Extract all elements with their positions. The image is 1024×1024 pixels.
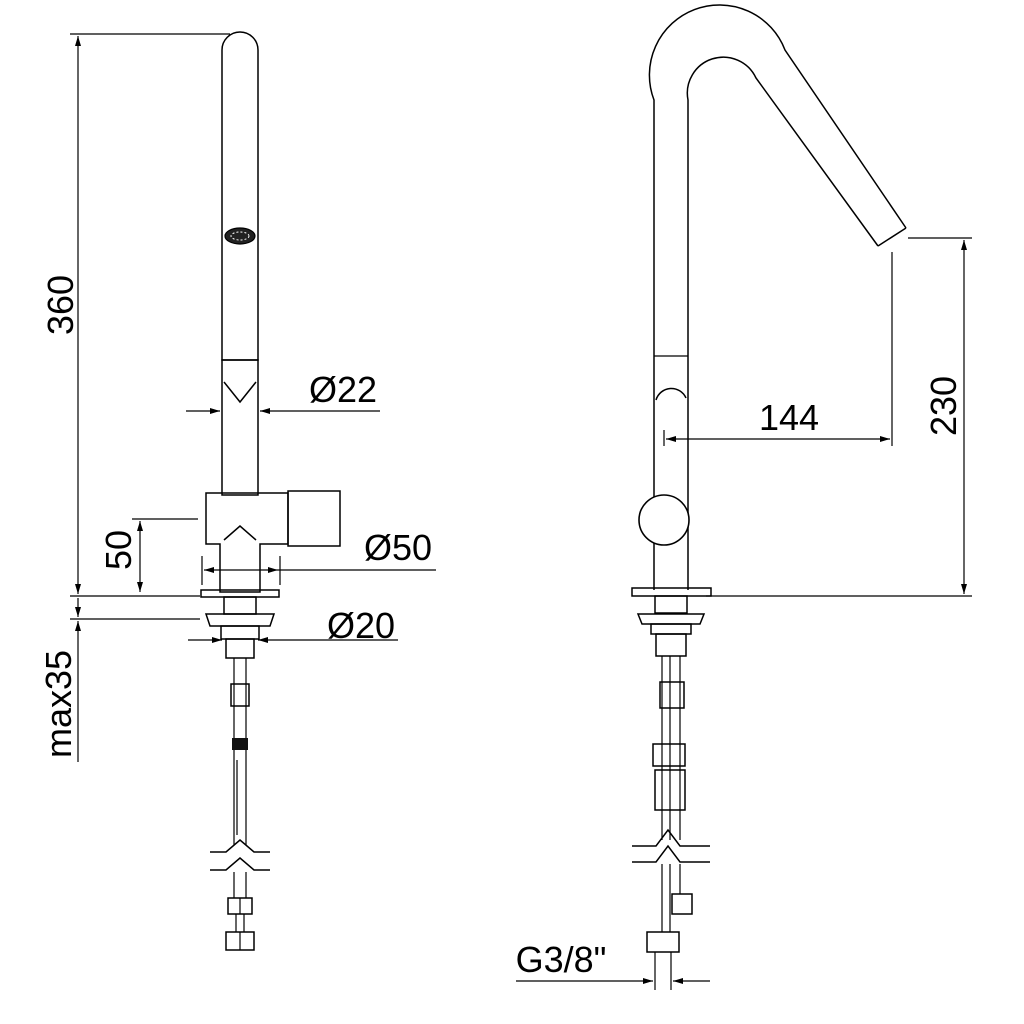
front-dimensions: 360 Ø22 50 Ø50 Ø20 max35 <box>38 33 436 762</box>
aerator-icon <box>224 227 256 245</box>
front-view <box>200 31 341 951</box>
dimension-lever-height: 50 <box>98 530 139 570</box>
lever-knob-icon <box>638 494 690 546</box>
dimension-connection-thread: G3/8" <box>516 939 607 980</box>
dimension-total-height: 360 <box>40 275 81 335</box>
dimension-base-diameter: Ø50 <box>364 527 432 568</box>
dimension-max-deck-thickness: max35 <box>38 650 79 758</box>
dimension-outlet-height: 230 <box>923 376 964 436</box>
dimension-shank-diameter: Ø20 <box>327 605 395 646</box>
side-dimensions: 144 230 G3/8" <box>516 237 972 984</box>
dimension-spout-diameter: Ø22 <box>309 369 377 410</box>
side-view <box>631 4 907 990</box>
dimension-spout-reach: 144 <box>759 397 819 438</box>
